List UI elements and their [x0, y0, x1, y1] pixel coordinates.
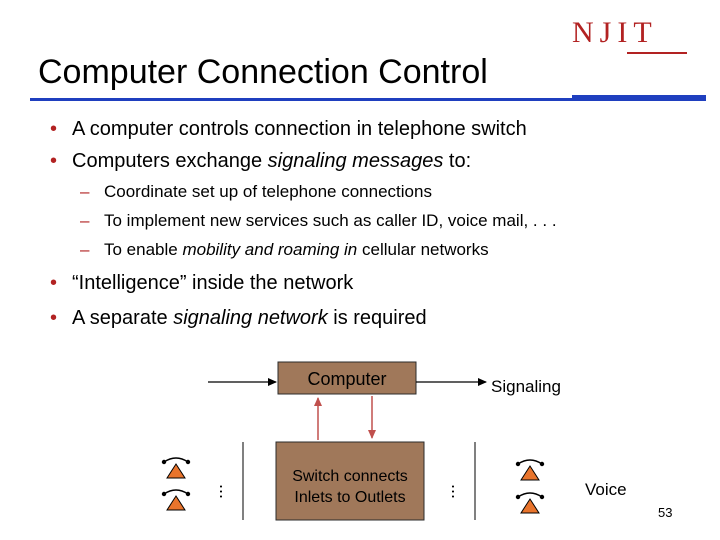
- switch-label: Switch connects Inlets to Outlets: [276, 466, 424, 508]
- phone-icon: [515, 459, 545, 481]
- sub-bullet-dash: –: [80, 182, 90, 201]
- logo-underline: [627, 52, 687, 54]
- sub-bullet-dash: –: [80, 211, 90, 230]
- inlet-dots: ...: [216, 484, 236, 499]
- njit-logo: NJIT: [572, 18, 687, 58]
- switch-box: [275, 441, 425, 521]
- page-number: 53: [658, 505, 673, 520]
- bullet-text: A separate signaling network is required: [72, 307, 427, 329]
- title-rule: [30, 98, 706, 101]
- voice-label: Voice: [585, 480, 627, 499]
- phone-icon: [515, 492, 545, 514]
- bullet-text: A computer controls connection in teleph…: [72, 118, 527, 140]
- phone-icon: [161, 489, 191, 511]
- bullet-dot: •: [50, 118, 58, 140]
- logo-text: NJIT: [572, 16, 658, 49]
- bullet-dot: •: [50, 307, 58, 329]
- title-rule-accent: [572, 95, 706, 101]
- sub-bullet-text: To implement new services such as caller…: [104, 211, 557, 230]
- bullet-dot: •: [50, 272, 58, 294]
- computer-box: [277, 361, 417, 395]
- switch-label-text: Switch connects Inlets to Outlets: [292, 468, 408, 506]
- computer-label: Computer: [307, 369, 387, 389]
- signaling-label: Signaling: [491, 377, 561, 396]
- bullet-dot: •: [50, 150, 58, 172]
- bullet-text: “Intelligence” inside the network: [72, 272, 354, 294]
- outlet-dots: ...: [448, 484, 468, 499]
- slide-title: Computer Connection Control: [38, 53, 488, 91]
- sub-bullet-dash: –: [80, 240, 90, 259]
- phone-icon: [161, 457, 191, 479]
- bullet-text: Computers exchange signaling messages to…: [72, 150, 472, 172]
- sub-bullet-text: Coordinate set up of telephone connectio…: [104, 182, 432, 201]
- sub-bullet-text: To enable mobility and roaming in cellul…: [104, 240, 489, 259]
